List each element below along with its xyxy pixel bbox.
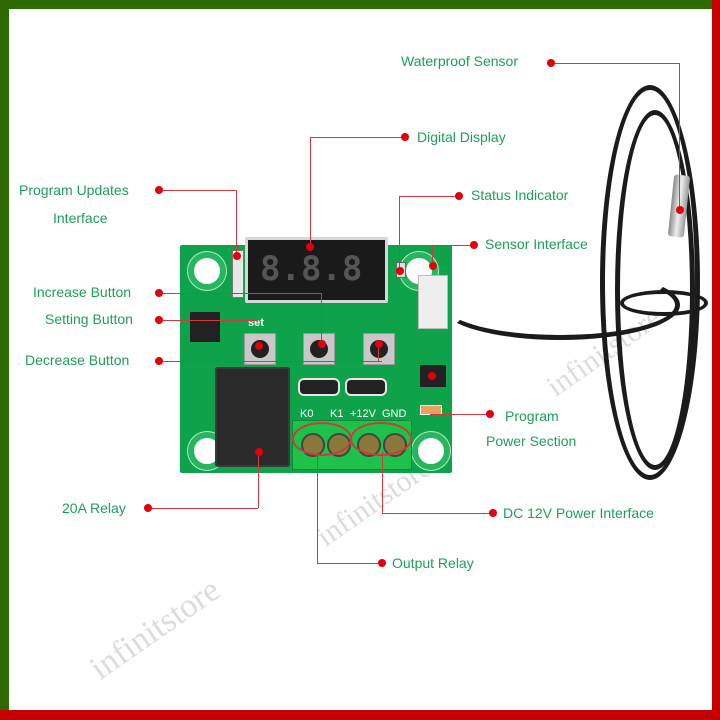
callout-dot [486, 410, 494, 418]
callout-dot [155, 186, 163, 194]
label-digital-display: Digital Display [417, 129, 506, 145]
diode-d2 [345, 378, 387, 396]
callout-dot [155, 289, 163, 297]
callout-dot [378, 559, 386, 567]
label-program-power-line2: Power Section [486, 433, 577, 449]
diode-d1 [298, 378, 340, 396]
callout-dot [401, 133, 409, 141]
label-setting-button: Setting Button [45, 311, 133, 327]
callout-dot [547, 59, 555, 67]
callout-dot [144, 504, 152, 512]
callout-dot [155, 316, 163, 324]
callout-dot [489, 509, 497, 517]
decrease-button[interactable] [363, 333, 395, 365]
power-interface-highlight [350, 422, 412, 456]
sensor-connector [418, 275, 448, 329]
label-program-power: Program [505, 408, 559, 424]
label-waterproof-sensor: Waterproof Sensor [401, 53, 518, 69]
relay-20a [215, 367, 290, 467]
label-program-updates-line2: Interface [53, 210, 108, 226]
label-increase-button: Increase Button [33, 284, 132, 300]
program-update-header [232, 250, 244, 298]
output-relay-highlight [292, 422, 352, 456]
mount-hole [412, 432, 450, 470]
label-20a-relay: 20A Relay [62, 500, 126, 516]
label-program-updates: Program Updates [19, 182, 129, 198]
label-sensor-interface: Sensor Interface [485, 236, 588, 252]
border-left [0, 0, 9, 720]
digital-display: 8.8.8 [245, 237, 388, 303]
label-status-indicator: Status Indicator [471, 187, 569, 203]
mount-hole [188, 252, 226, 290]
border-right [712, 0, 720, 720]
callout-dot [455, 192, 463, 200]
callout-dot [470, 241, 478, 249]
label-output-relay: Output Relay [392, 555, 474, 571]
border-bottom [0, 710, 720, 720]
label-decrease-button: Decrease Button [25, 352, 130, 368]
label-dc-12v-power: DC 12V Power Interface [503, 505, 654, 521]
microcontroller-chip [190, 312, 220, 342]
display-digits: 8.8.8 [260, 249, 363, 289]
set-silkscreen: set [248, 317, 264, 329]
border-top [0, 0, 720, 9]
callout-dot [155, 357, 163, 365]
setting-button[interactable] [244, 333, 276, 365]
